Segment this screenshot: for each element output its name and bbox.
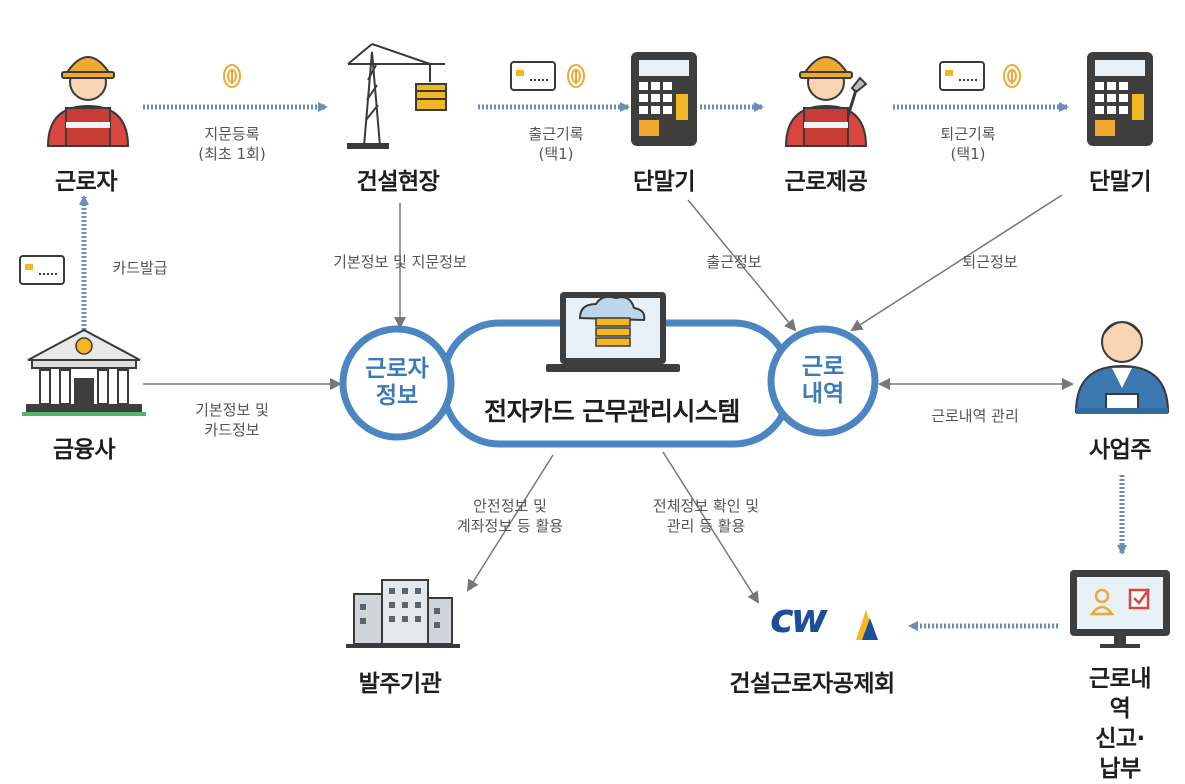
terminal-in-label: 단말기 (633, 169, 695, 195)
terminal-out-label: 단말기 (1089, 169, 1151, 195)
report-label: 근로내역 신고·납부 (1089, 666, 1151, 782)
card-icon (19, 61, 985, 285)
arrow-terminal-system (687, 199, 797, 332)
worker-label: 근로자 (55, 169, 117, 195)
bank-label: 금융사 (53, 437, 115, 463)
safety-account-label: 안전정보 및 계좌정보 등 활용 (456, 497, 564, 535)
work-label: 근로제공 (784, 169, 868, 195)
worker-info-circle (339, 325, 455, 441)
employer-icon (1074, 321, 1170, 414)
employer-label: 사업주 (1089, 437, 1151, 463)
monitor-report-icon (1070, 570, 1170, 648)
work-manage-label: 근로내역 관리 (931, 407, 1019, 425)
crane-icon (347, 43, 447, 149)
bank-info-label: 기본정보 및 카드정보 (195, 401, 269, 439)
system-title: 전자카드 근무관리시스템 (484, 397, 740, 426)
central-system (339, 292, 879, 448)
basic-fingerprint-label: 기본정보 및 지문정보 (333, 253, 467, 271)
worker-icon (46, 56, 130, 147)
terminal-icon (631, 52, 697, 146)
arrow-system-cw (662, 451, 760, 604)
building-icon (346, 579, 460, 648)
work-history-circle (767, 325, 879, 437)
info-arrows (143, 194, 1074, 604)
client-label: 발주기관 (358, 671, 442, 697)
checkin-info-label: 출근정보 (706, 253, 762, 271)
cw-logo: cw (770, 596, 828, 642)
fingerprint-register-label: 지문등록 (최초 1회) (198, 125, 266, 163)
card-issue-label: 카드발급 (112, 259, 168, 277)
arrow-system-client (466, 454, 554, 592)
diagram: 근로자 건설현장 단말기 근로제공 단말기 금융사 사업주 발주기관 건설근로자… (19, 43, 1170, 782)
checkout-label: 퇴근기록 (택1) (940, 125, 996, 163)
arrow-terminal2-system (850, 194, 1063, 332)
worker-info-text: 근로자 정보 (365, 356, 429, 409)
work-history-text: 근로 내역 (801, 354, 845, 407)
all-info-label: 전체정보 확인 및 관리 등 활용 (652, 497, 760, 535)
laptop-server-icon (546, 292, 680, 372)
cw-logo-mark (856, 610, 878, 640)
fingerprint-icon (223, 64, 1021, 88)
checkout-info-label: 퇴근정보 (962, 253, 1018, 271)
flow-arrows (79, 102, 1127, 631)
worker-tool-icon (784, 56, 868, 147)
checkin-label: 출근기록 (택1) (528, 125, 584, 163)
cw-label: 건설근로자공제회 (729, 671, 895, 697)
bank-icon (22, 328, 146, 416)
diagram-canvas (19, 43, 1170, 648)
site-label: 건설현장 (356, 169, 440, 195)
terminal-icon (1087, 52, 1153, 146)
